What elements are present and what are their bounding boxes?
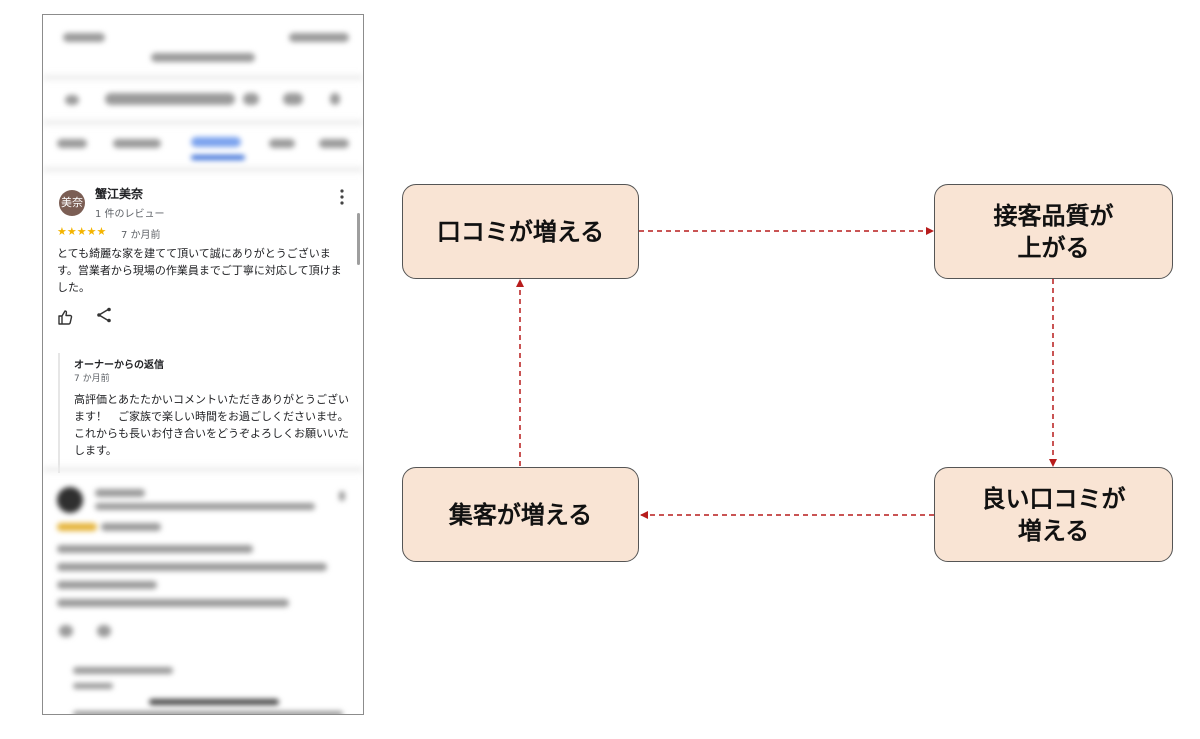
review-date: 7 か月前 — [121, 230, 161, 241]
node-label: 良い口コミが 増える — [981, 484, 1126, 545]
owner-reply-text: 高評価とあたたかいコメントいただきありがとうございます！ ご家族で楽しい時間をお… — [74, 393, 349, 457]
share-icon[interactable] — [96, 307, 112, 323]
node-customers-increase: 集客が増える — [402, 467, 639, 562]
more-vert-icon[interactable] — [335, 187, 349, 207]
node-label: 集客が増える — [448, 500, 593, 529]
star-rating: ★★★★★ — [57, 225, 107, 238]
node-good-reviews-increase: 良い口コミが 増える — [934, 467, 1173, 562]
review-text: とても綺麗な家を建てて頂いて誠にありがとうございます。営業者から現場の作業員まで… — [57, 247, 342, 294]
node-service-quality-improves: 接客品質が 上がる — [934, 184, 1173, 279]
reviewer-review-count: 1 件のレビュー — [95, 209, 165, 220]
reviewer-name[interactable]: 蟹江美奈 — [95, 187, 144, 201]
blurred-review — [43, 467, 363, 714]
owner-reply-date: 7 か月前 — [74, 374, 110, 384]
node-reviews-increase: 口コミが増える — [402, 184, 639, 279]
scrollbar[interactable] — [357, 213, 360, 265]
avatar[interactable]: 美奈 — [59, 190, 85, 216]
node-label: 接客品質が 上がる — [993, 201, 1114, 262]
review-screenshot: 美奈 蟹江美奈 1 件のレビュー ★★★★★ 7 か月前 とても綺麗な家を建てて… — [42, 14, 364, 715]
owner-reply: オーナーからの返信 7 か月前 高評価とあたたかいコメントいただきありがとうござ… — [58, 353, 356, 473]
thumbs-up-icon[interactable] — [57, 309, 73, 325]
blurred-header — [43, 15, 363, 175]
owner-reply-title: オーナーからの返信 — [74, 360, 164, 371]
node-label: 口コミが増える — [436, 217, 605, 246]
